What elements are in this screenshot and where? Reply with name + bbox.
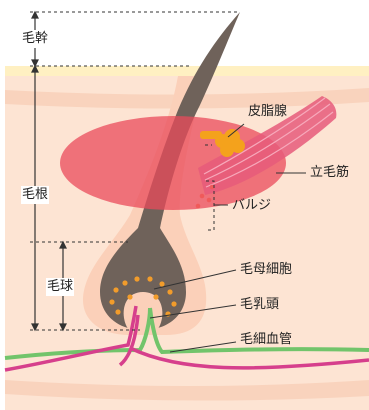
label-arrector-pili: 立毛筋 xyxy=(310,165,349,181)
label-capillary: 毛細血管 xyxy=(240,332,292,348)
label-matrix-cells: 毛母細胞 xyxy=(240,262,292,278)
epidermis-top xyxy=(5,66,369,76)
label-hair-shaft: 毛幹 xyxy=(21,30,49,48)
label-bulge: バルジ xyxy=(232,198,271,214)
label-hair-bulb: 毛球 xyxy=(46,278,74,296)
label-hair-root: 毛根 xyxy=(21,186,49,204)
label-dermal-papilla: 毛乳頭 xyxy=(240,297,279,313)
label-sebaceous-gland: 皮脂腺 xyxy=(248,104,287,120)
